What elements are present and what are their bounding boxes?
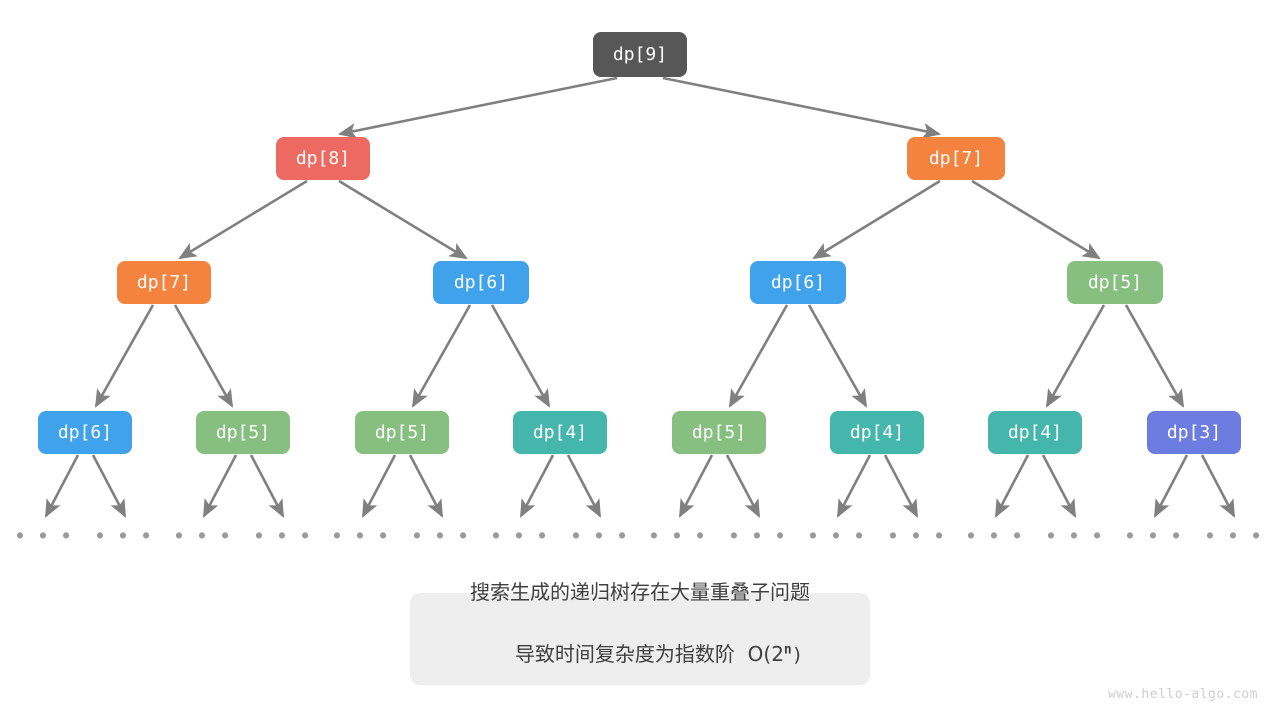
tree-node-label: dp[3] — [1166, 421, 1222, 443]
tree-node-dp5-l3-c[interactable]: dp[5] — [672, 410, 766, 454]
tree-node-label: dp[4] — [849, 421, 905, 443]
tree-node-label: dp[5] — [1087, 271, 1143, 293]
ellipsis-marker: • • • — [489, 524, 551, 549]
tree-node-label: dp[4] — [532, 421, 588, 443]
ellipsis-marker: • • • — [1123, 524, 1185, 549]
tree-node-dp9[interactable]: dp[9] — [593, 31, 687, 77]
tree-node-dp7-right[interactable]: dp[7] — [907, 136, 1005, 180]
tree-node-dp8[interactable]: dp[8] — [276, 136, 370, 180]
edges-level-3-to-ellipsis — [44, 454, 1236, 518]
ellipsis-marker: • • • — [252, 524, 314, 549]
tree-node-label: dp[5] — [374, 421, 430, 443]
caption-line-1: 搜索生成的递归树存在大量重叠子问题 — [470, 579, 810, 604]
ellipsis-marker: • • • — [647, 524, 709, 549]
tree-node-label: dp[4] — [1007, 421, 1063, 443]
tree-node-dp4-l3-b[interactable]: dp[4] — [830, 410, 924, 454]
tree-node-dp5-l2[interactable]: dp[5] — [1067, 260, 1163, 304]
watermark: www.hello-algo.com — [1108, 687, 1258, 702]
tree-node-dp5-l3-a[interactable]: dp[5] — [196, 410, 290, 454]
tree-node-dp6-l3[interactable]: dp[6] — [38, 410, 132, 454]
caption-line-2-prefix: 导致时间复杂度为指数阶 O(2 — [514, 641, 784, 666]
ellipsis-marker: • • • — [569, 524, 631, 549]
tree-node-label: dp[7] — [928, 147, 984, 169]
ellipsis-marker: • • • — [964, 524, 1026, 549]
tree-node-label: dp[5] — [691, 421, 747, 443]
ellipsis-marker: • • • — [806, 524, 868, 549]
tree-node-label: dp[8] — [295, 147, 351, 169]
tree-node-label: dp[6] — [453, 271, 509, 293]
ellipsis-marker: • • • — [727, 524, 789, 549]
tree-node-dp6-l2-a[interactable]: dp[6] — [433, 260, 529, 304]
tree-node-dp4-l3-a[interactable]: dp[4] — [513, 410, 607, 454]
edges-level-0-to-1 — [337, 76, 942, 139]
caption-box: 搜索生成的递归树存在大量重叠子问题 导致时间复杂度为指数阶 O(2n) — [410, 580, 870, 685]
ellipsis-marker: • • • — [93, 524, 155, 549]
ellipsis-marker: • • • — [172, 524, 234, 549]
edges-level-2-to-3 — [94, 304, 1185, 408]
tree-node-label: dp[5] — [215, 421, 271, 443]
tree-node-label: dp[7] — [136, 271, 192, 293]
tree-node-dp6-l2-b[interactable]: dp[6] — [750, 260, 846, 304]
ellipsis-marker: • • • — [330, 524, 392, 549]
tree-node-dp4-l3-c[interactable]: dp[4] — [988, 410, 1082, 454]
tree-node-dp7-l2[interactable]: dp[7] — [117, 260, 211, 304]
tree-node-label: dp[9] — [612, 43, 668, 65]
ellipsis-marker: • • • — [1203, 524, 1265, 549]
tree-node-label: dp[6] — [57, 421, 113, 443]
tree-node-label: dp[6] — [770, 271, 826, 293]
ellipsis-marker: • • • — [13, 524, 75, 549]
ellipsis-marker: • • • — [886, 524, 948, 549]
tree-node-dp5-l3-b[interactable]: dp[5] — [355, 410, 449, 454]
caption-line-2: 导致时间复杂度为指数阶 O(2n) — [477, 608, 803, 701]
ellipsis-marker: • • • — [410, 524, 472, 549]
tree-node-dp3-l3[interactable]: dp[3] — [1147, 410, 1241, 454]
edges-level-1-to-2 — [178, 179, 1101, 260]
ellipsis-marker: • • • — [1044, 524, 1106, 549]
caption-line-2-suffix: ) — [791, 643, 804, 666]
caption-exponent: n — [783, 642, 792, 658]
